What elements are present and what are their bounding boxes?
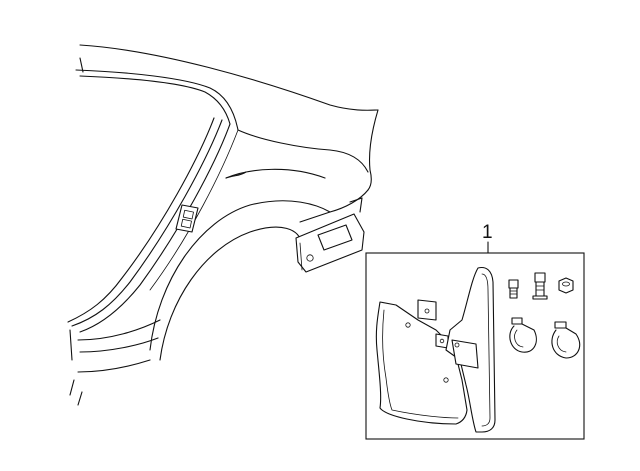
quarter-panel-drawing <box>67 44 379 406</box>
clip-icon <box>509 317 537 353</box>
bolt-icon <box>532 272 548 300</box>
bolt-icon <box>508 279 519 299</box>
kit-box <box>365 252 585 440</box>
clip-icon <box>551 321 581 359</box>
callout-number: 1 <box>482 222 493 243</box>
mud-flap-kit-drawing <box>365 252 585 440</box>
nut-icon <box>558 277 574 294</box>
callout-1: 1 <box>482 222 493 254</box>
